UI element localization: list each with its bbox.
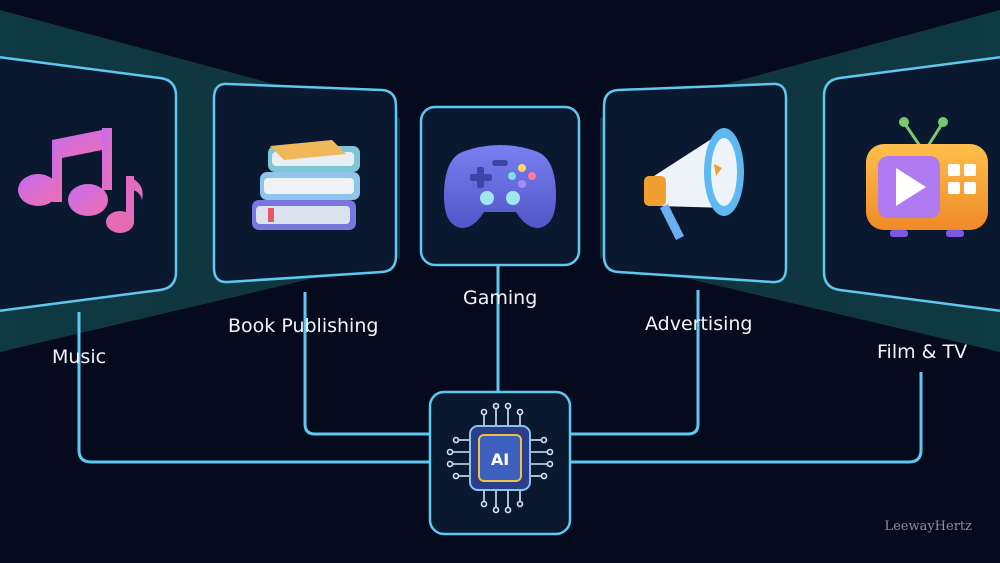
gaming-label: Gaming: [463, 287, 538, 309]
music-note-icon: [18, 128, 143, 233]
ai-hub-label: AI: [491, 450, 509, 469]
music-panel[interactable]: [0, 56, 178, 312]
ai-hub-box[interactable]: AI: [428, 390, 572, 536]
gaming-panel[interactable]: [419, 105, 581, 267]
ai-chip-core: [478, 434, 522, 482]
connector-stubs: [78, 290, 699, 340]
gamepad-icon: [444, 145, 556, 228]
tv-icon: [866, 117, 988, 237]
brand-watermark: LeewayHertz: [884, 519, 972, 534]
megaphone-icon: [644, 128, 744, 240]
book-publishing-panel[interactable]: [212, 82, 398, 284]
film-tv-label: Film & TV: [877, 341, 968, 363]
ai-chip-icon: [446, 402, 554, 514]
book-publishing-label: Book Publishing: [228, 315, 379, 337]
music-label: Music: [52, 346, 107, 368]
books-icon: [252, 140, 360, 230]
film-tv-panel[interactable]: [822, 56, 1000, 312]
connector-lines: [77, 266, 923, 464]
advertising-panel[interactable]: [602, 82, 788, 284]
advertising-label: Advertising: [645, 313, 753, 335]
